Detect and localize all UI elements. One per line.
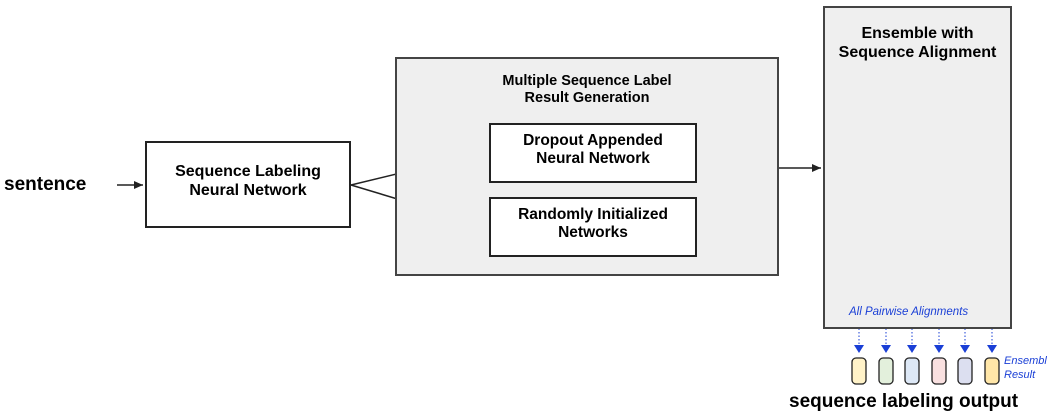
random-init-nn-label: Randomly Initialized Networks [491,199,695,243]
ensemble-result-line2: Result [1004,368,1036,381]
generation-group-title-line2: Result Generation [524,90,650,107]
ensemble-result-line1: Ensemble [1004,355,1047,367]
output-label: sequence labeling output [789,391,1019,412]
output-token-box [851,357,867,385]
generation-group-title-line1: Multiple Sequence Label [502,73,672,89]
sequence-labeling-nn-label: Sequence Labeling Neural Network [147,143,349,201]
ensemble-group-title-line2: Sequence Alignment [838,43,997,61]
ensemble-group-title: Ensemble with Sequence Alignment [823,25,1012,63]
pairwise-alignments-label: All Pairwise Alignments [849,306,969,318]
ensemble-group-box [823,6,1012,329]
input-sentence-label: sentence [4,174,87,195]
output-token-box [957,357,973,385]
dropout-nn-line2: Neural Network [536,150,650,168]
output-token-box [904,357,920,385]
output-token-box [984,357,1000,385]
output-tokens [851,357,1000,385]
sequence-labeling-nn-line2: Neural Network [189,181,307,199]
dropout-nn-label: Dropout Appended Neural Network [491,125,695,169]
output-token-box [931,357,947,385]
sequence-labeling-nn-line1: Sequence Labeling [175,163,321,180]
generation-group-title: Multiple Sequence Label Result Generatio… [395,73,779,107]
ensemble-result-label: Ensemble Result [1004,355,1047,383]
sequence-labeling-nn-box: Sequence Labeling Neural Network [145,141,351,228]
random-init-nn-line1: Randomly Initialized [518,206,668,223]
ensemble-group-title-line1: Ensemble with [861,25,974,42]
random-init-nn-box: Randomly Initialized Networks [489,197,697,257]
output-token-box [878,357,894,385]
random-init-nn-line2: Networks [558,224,628,242]
dropout-nn-line1: Dropout Appended [523,132,663,149]
dropout-nn-box: Dropout Appended Neural Network [489,123,697,183]
